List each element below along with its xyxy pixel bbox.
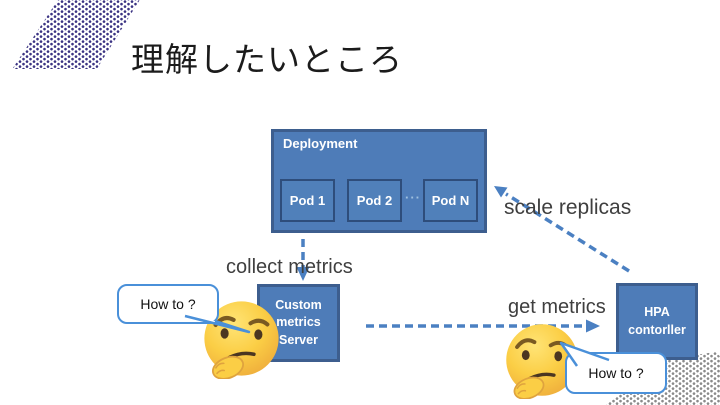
hpa-controller-box: HPA contorller (616, 283, 698, 360)
hpa-controller-label: HPA contorller (628, 305, 686, 337)
collect-metrics-label: collect metrics (226, 256, 353, 278)
speech-bubble-right-tail (559, 341, 610, 367)
deployment-label: Deployment (283, 136, 358, 151)
scale-replicas-label: scale replicas (504, 196, 632, 219)
custom-metrics-server-label: Custom metrics Server (275, 297, 322, 347)
pod-n-box: Pod N (423, 179, 478, 222)
pod-2-box: Pod 2 (347, 179, 402, 222)
speech-bubble-left-text: How to ? (140, 296, 196, 312)
pod-1-box: Pod 1 (280, 179, 335, 222)
speech-bubble-right-text: How to ? (588, 365, 644, 381)
pod-2-label: Pod 2 (356, 193, 393, 208)
speech-bubble-right: How to ? (559, 341, 667, 394)
deployment-box: Deployment Pod 1 Pod 2 ··· Pod N (271, 129, 487, 233)
speech-bubble-left: How to ? (117, 284, 251, 334)
speech-bubble-left-tail (184, 314, 251, 334)
decorative-hatch-parallelogram-top-left (12, 0, 140, 69)
get-metrics-label: get metrics (508, 296, 606, 318)
pod-n-label: Pod N (431, 193, 470, 208)
slide-title: 理解したいところ (131, 41, 403, 78)
pods-ellipsis: ··· (405, 190, 421, 205)
pod-1-label: Pod 1 (289, 193, 326, 208)
